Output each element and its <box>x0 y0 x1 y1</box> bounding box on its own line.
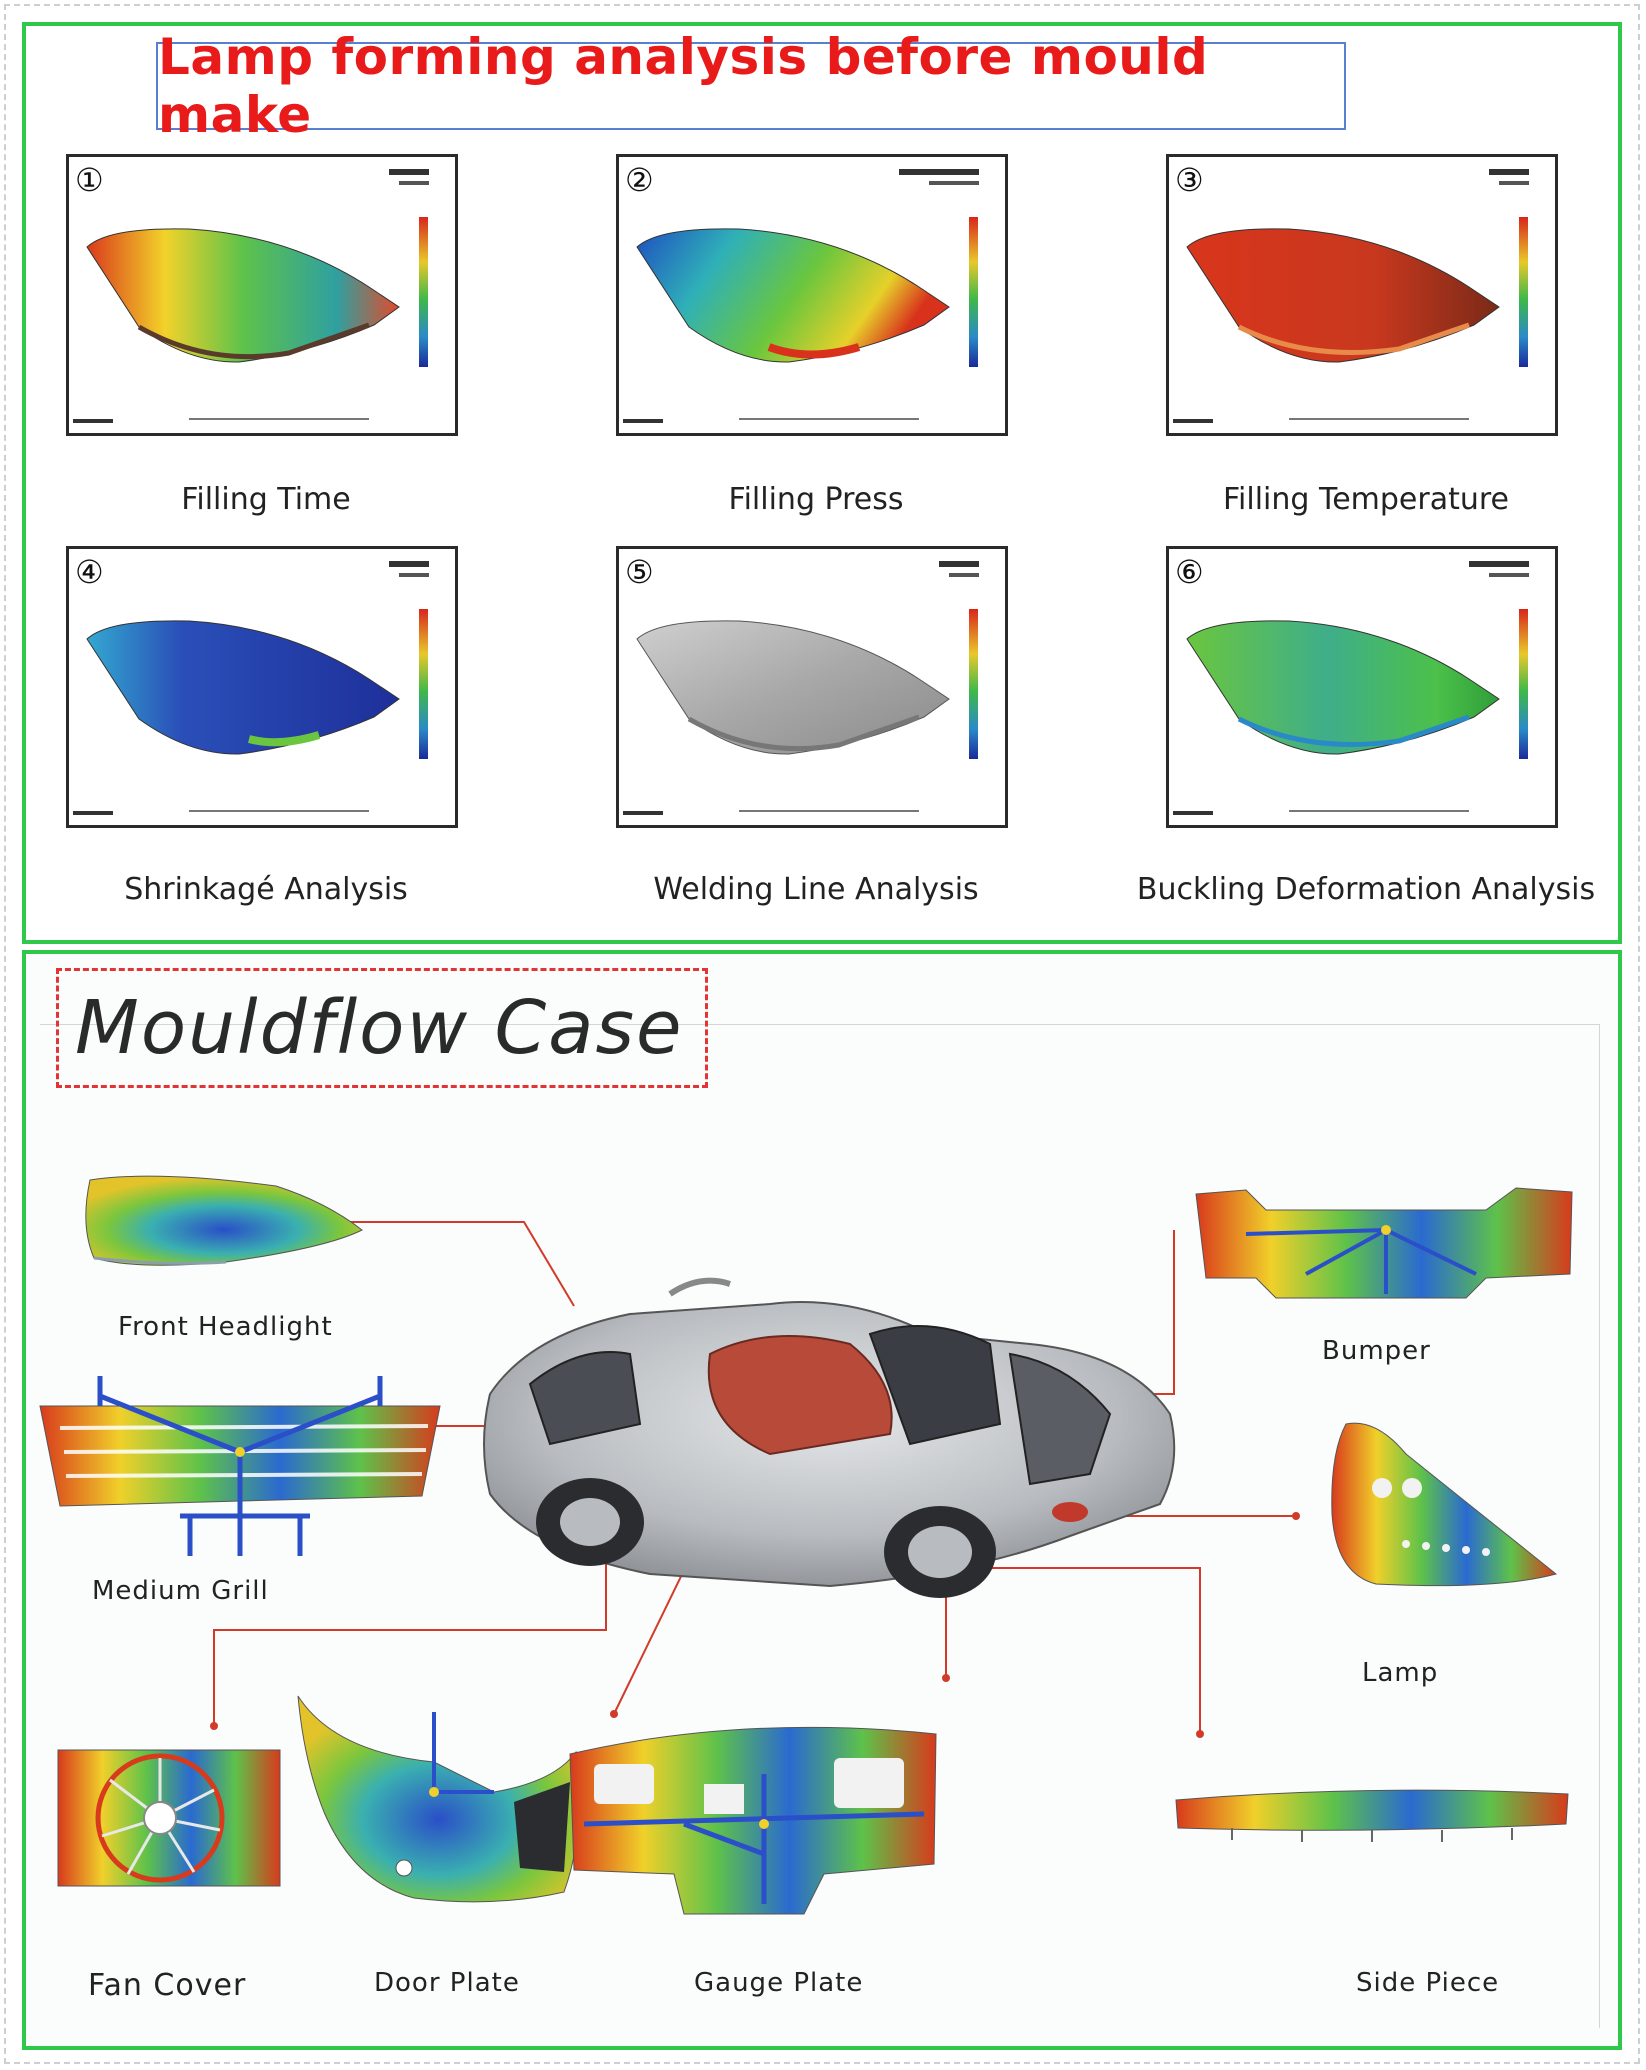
bumper-label: Bumper <box>1322 1336 1431 1366</box>
buckling-deformation-label: Buckling Deformation Analysis <box>1136 872 1596 907</box>
medium-grill-model <box>39 1376 441 1556</box>
door-plate-model <box>297 1695 580 1903</box>
lamp-analysis-panel: Lamp forming analysis before mould make … <box>22 22 1622 944</box>
lamp-label: Lamp <box>1362 1658 1439 1688</box>
bumper-model <box>1195 1187 1573 1299</box>
welding-line-plot: ⑤ <box>616 546 1008 828</box>
fan-cover-model <box>57 1749 281 1887</box>
outer-dashed-border <box>4 4 1640 2064</box>
lamp-analysis-title-box: Lamp forming analysis before mould make <box>156 28 1346 144</box>
gauge-plate-model <box>569 1726 937 1915</box>
front-headlight-model <box>85 1175 363 1266</box>
front-headlight-label: Front Headlight <box>118 1312 333 1342</box>
filling-time-plot: ① <box>66 154 458 436</box>
filling-press-label: Filling Press <box>728 482 904 517</box>
plot-number: ② <box>625 161 654 199</box>
mouldflow-title-box: Mouldflow Case <box>56 968 708 1088</box>
inner-frame <box>40 1024 1600 2028</box>
side-piece-model <box>1175 1789 1569 1842</box>
lamp-model <box>1331 1422 1558 1587</box>
plot-number: ③ <box>1175 161 1204 199</box>
filling-temperature-label: Filling Temperature <box>1222 482 1510 517</box>
car-cutaway-illustration <box>483 1277 1176 1598</box>
medium-grill-label: Medium Grill <box>92 1576 269 1606</box>
fan-cover-label: Fan Cover <box>88 1968 247 2003</box>
lamp-analysis-title: Lamp forming analysis before mould make <box>158 28 1209 144</box>
door-plate-label: Door Plate <box>374 1968 520 1998</box>
buckling-deformation-plot: ⑥ <box>1166 546 1558 828</box>
gauge-plate-label: Gauge Plate <box>694 1968 864 1998</box>
mouldflow-title: Mouldflow Case <box>75 985 684 1071</box>
filling-press-plot: ② <box>616 154 1008 436</box>
shrinkage-plot: ④ <box>66 546 458 828</box>
filling-temperature-plot: ③ <box>1166 154 1558 436</box>
plot-number: ① <box>75 161 104 199</box>
mouldflow-case-panel: Mouldflow Case Front Headlight <box>22 950 1622 2050</box>
plot-number: ④ <box>75 553 104 591</box>
plot-number: ⑤ <box>625 553 654 591</box>
filling-time-label: Filling Time <box>181 482 351 517</box>
plot-number: ⑥ <box>1175 553 1204 591</box>
shrinkage-label: Shrinkagé Analysis <box>124 872 408 907</box>
welding-line-label: Welding Line Analysis <box>653 872 979 907</box>
side-piece-label: Side Piece <box>1356 1968 1500 1998</box>
